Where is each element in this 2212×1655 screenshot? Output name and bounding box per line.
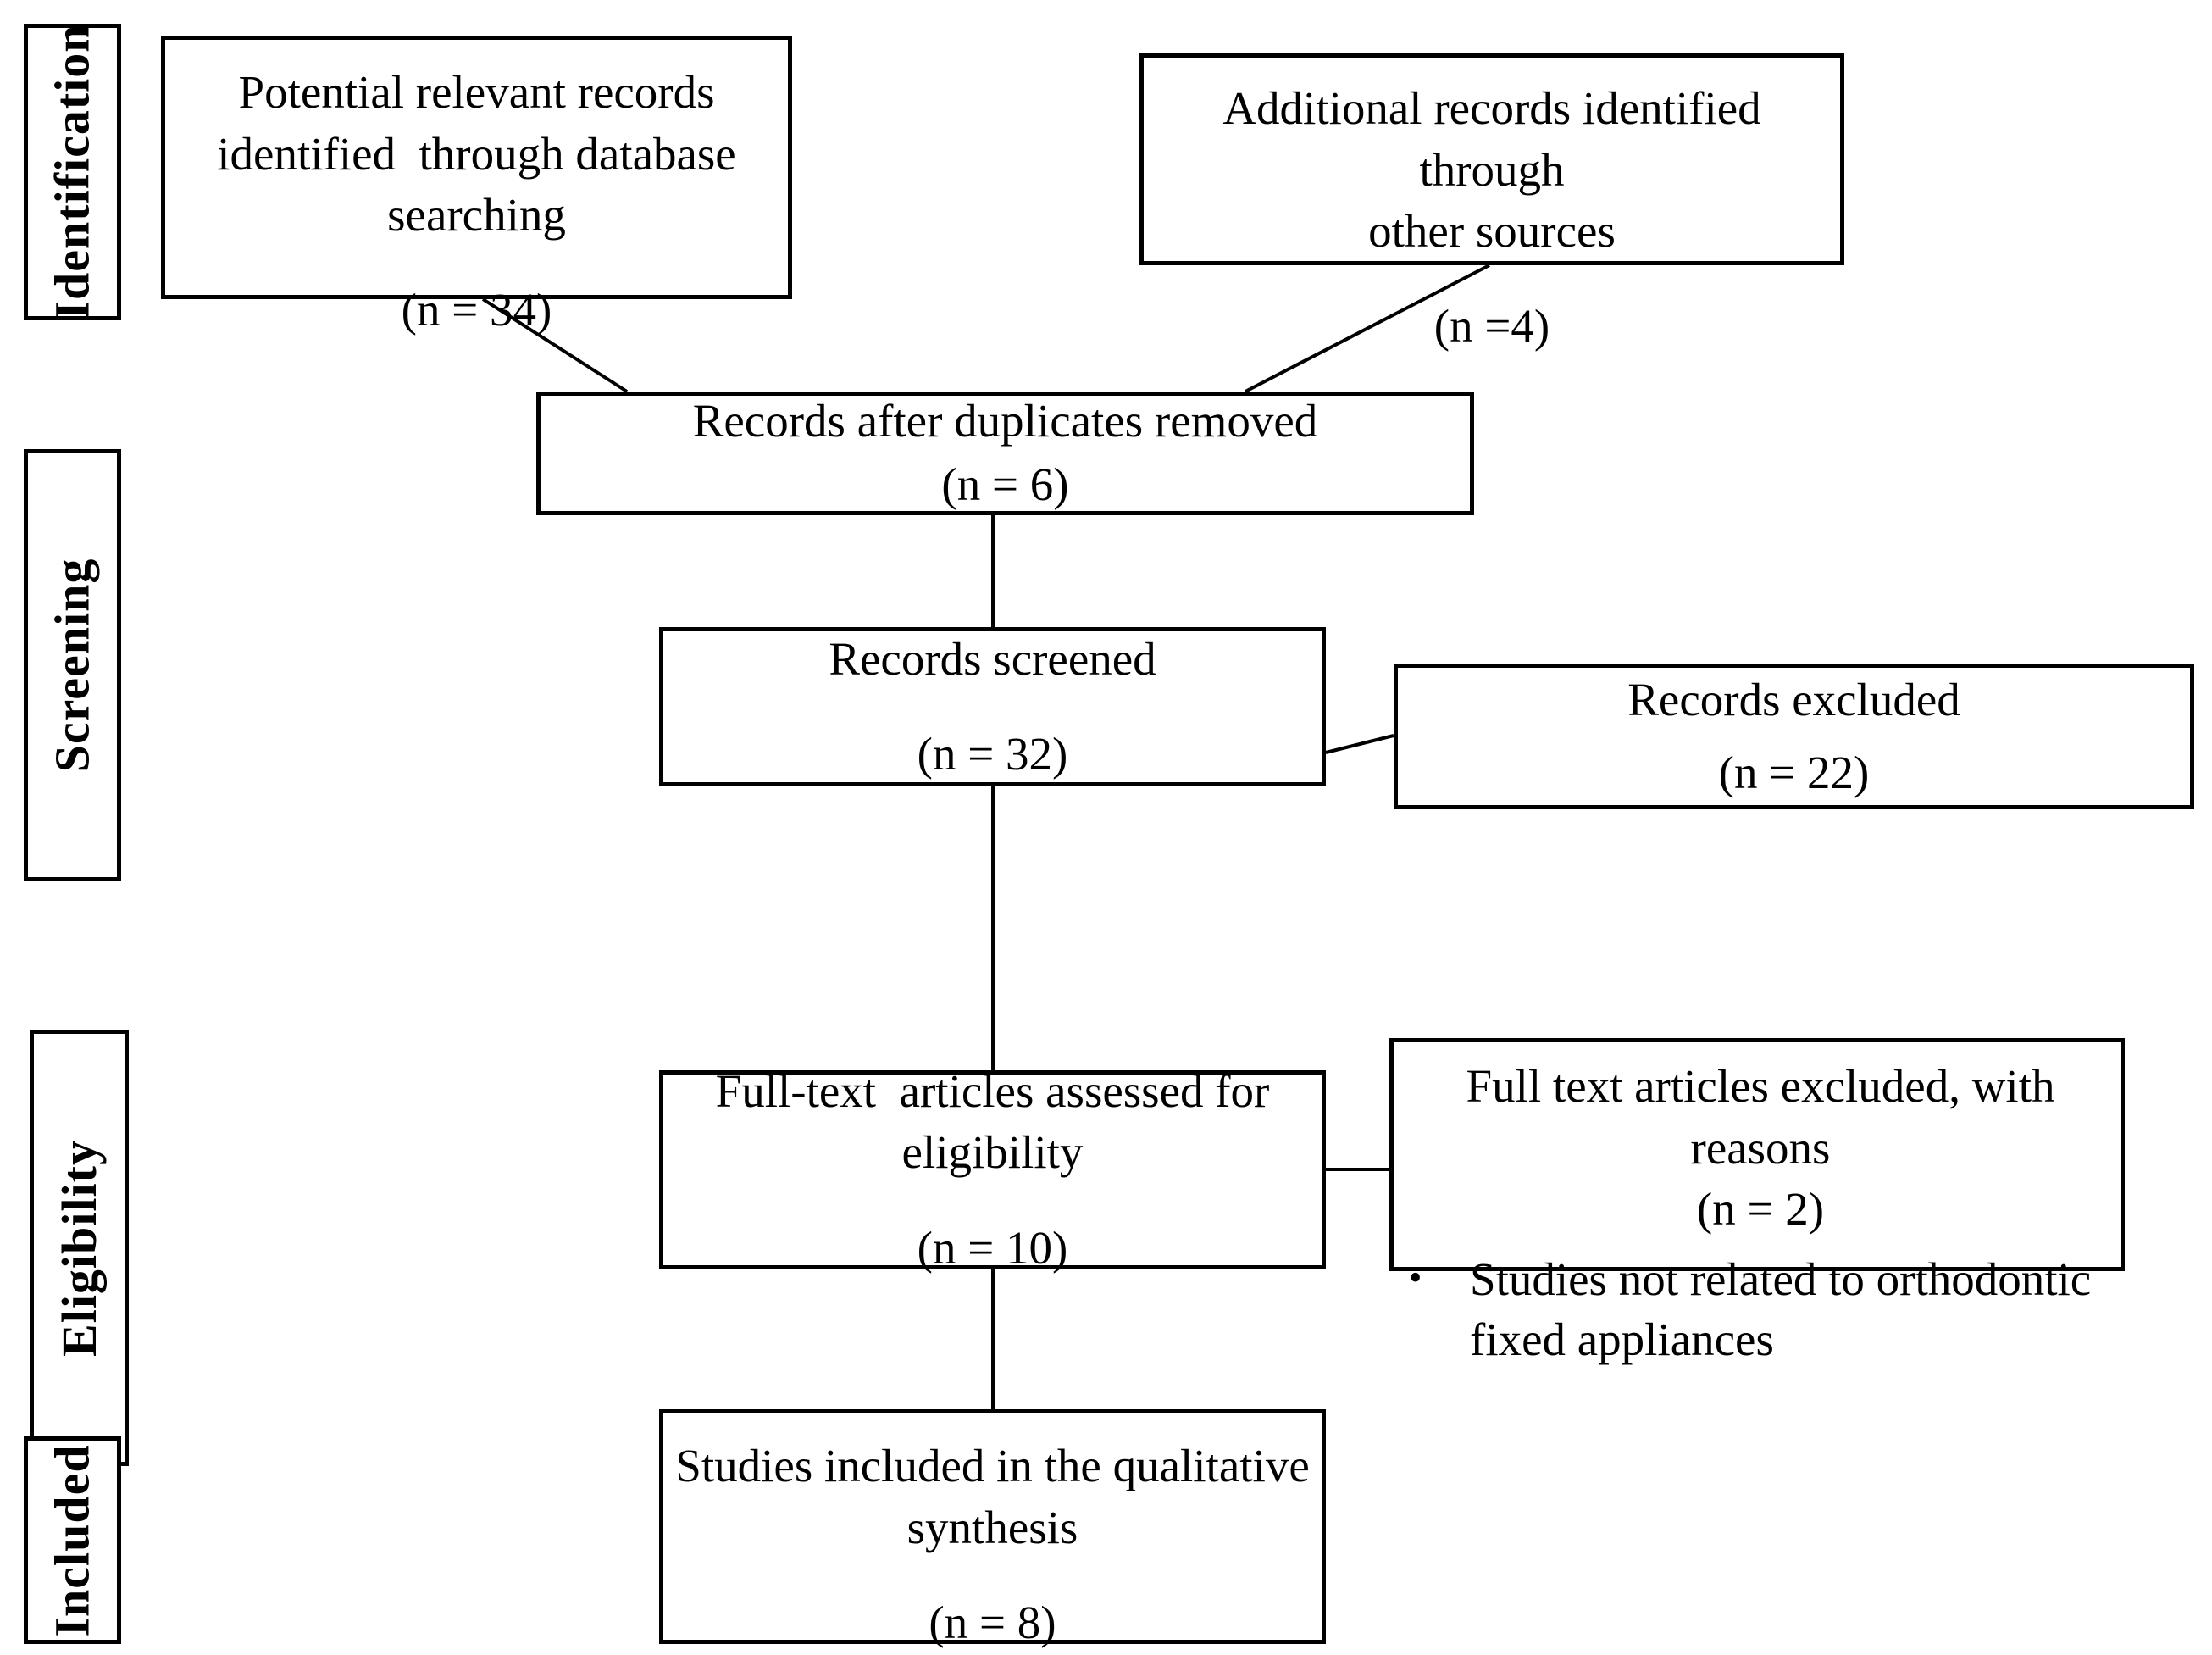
stage-label-eligibility: Eligibility [30, 1030, 129, 1466]
node-fulltext-assessed: Full-text articles assessed for eligibil… [659, 1065, 1326, 1274]
node-fulltext-assessed-line1: Full-text articles assessed for [715, 1064, 1270, 1117]
node-records-screened-line1: Records screened [829, 632, 1156, 685]
stage-label-included-text: Included [44, 1443, 100, 1637]
node-studies-included-count: (n = 8) [929, 1596, 1056, 1648]
node-records-screened: Records screened (n = 32) [659, 627, 1326, 786]
node-records-after-duplicates-line1: Records after duplicates removed [692, 395, 1318, 447]
node-fulltext-excluded-reasons-list: • Studies not related to orthodontic fix… [1409, 1249, 2112, 1370]
connector-screened-to-excluded [1325, 734, 1394, 754]
node-other-sources-records: Additional records identified through ot… [1139, 53, 1844, 352]
stage-label-identification-text: Identification [44, 24, 100, 320]
node-records-after-duplicates: Records after duplicates removed (n = 6) [536, 392, 1474, 515]
node-records-screened-count: (n = 32) [917, 727, 1068, 780]
node-other-sources-records-line1: Additional records identified through [1222, 82, 1785, 196]
node-fulltext-assessed-count: (n = 10) [917, 1221, 1068, 1274]
node-fulltext-excluded: Full text articles excluded, with reason… [1389, 1038, 2125, 1365]
node-database-records-line2: identified through database [217, 127, 736, 180]
stage-label-included: Included [24, 1436, 121, 1644]
stage-label-screening: Screening [24, 449, 121, 881]
node-other-sources-records-count: (n =4) [1433, 300, 1550, 353]
node-fulltext-assessed-line2: eligibility [901, 1126, 1084, 1179]
node-other-sources-records-line2: other sources [1368, 205, 1616, 258]
node-database-records-line3: searching [387, 189, 566, 242]
node-records-excluded-line1: Records excluded [1627, 673, 1960, 725]
node-records-after-duplicates-count: (n = 6) [941, 458, 1069, 511]
node-studies-included: Studies included in the qualitative synt… [659, 1409, 1326, 1648]
node-database-records-count: (n = 34) [401, 284, 552, 336]
node-database-records-line1: Potential relevant records [238, 66, 715, 118]
node-records-excluded: Records excluded (n = 22) [1394, 664, 2194, 809]
node-fulltext-excluded-count: (n = 2) [1696, 1183, 1825, 1236]
node-studies-included-line1: Studies included in the qualitative [675, 1440, 1310, 1491]
list-item: • Studies not related to orthodontic fix… [1409, 1249, 2112, 1370]
stage-label-eligibility-text: Eligibility [51, 1139, 107, 1357]
node-database-records: Potential relevant records identified th… [161, 36, 792, 336]
node-studies-included-line2: synthesis [906, 1501, 1078, 1553]
stage-label-screening-text: Screening [44, 558, 100, 773]
stage-label-identification: Identification [24, 24, 121, 320]
node-fulltext-excluded-header: Full text articles excluded, with reason… [1466, 1060, 2055, 1174]
bullet-point-icon: • [1409, 1256, 1422, 1298]
node-fulltext-excluded-reason-text: Studies not related to orthodontic fixed… [1470, 1252, 2092, 1366]
node-records-excluded-count: (n = 22) [1718, 746, 1870, 798]
